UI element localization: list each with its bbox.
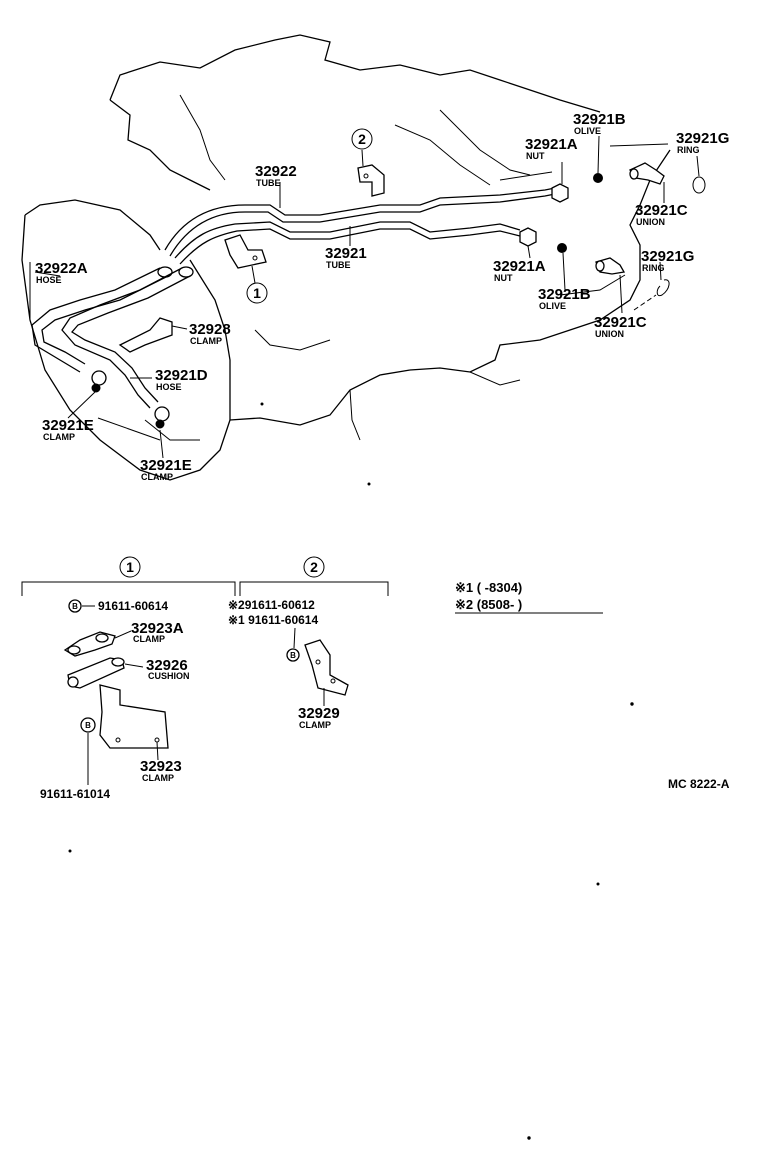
detail-2-marker-label: 2 — [310, 559, 318, 575]
hose-end-fitting — [157, 266, 173, 278]
callout-32921-name: TUBE — [326, 260, 351, 270]
ref-marker-2-label: 2 — [358, 131, 366, 147]
tube-32921 — [174, 221, 521, 265]
callout-32921E-bottom-number: 32921E — [140, 457, 192, 474]
tube-32922 — [164, 187, 556, 257]
note-2: ※2 (8508- ) — [455, 597, 522, 612]
callout-32921G-mid-number: 32921G — [641, 248, 694, 265]
callout-32921A-mid-name: NUT — [494, 273, 513, 283]
leader-32923A — [114, 630, 132, 639]
callout-32921E-left-number: 32921E — [42, 417, 94, 434]
leader-32926 — [124, 663, 144, 668]
detail-2-bracket-line — [239, 581, 389, 596]
callout-32923-number: 32923 — [140, 758, 182, 775]
union-32921C-top — [628, 162, 665, 185]
ring-32921G-top — [692, 176, 706, 194]
callout-32921B-mid-number: 32921B — [538, 286, 591, 303]
bolt-detail2-icon: B — [286, 648, 300, 662]
clamp-32928 — [118, 317, 173, 353]
hose-32922A — [31, 266, 173, 373]
callout-32921A-top-number: 32921A — [525, 136, 578, 153]
detail-1-marker[interactable]: 1 — [119, 556, 141, 578]
note-1: ※1 ( -8304) — [455, 580, 522, 595]
callout-32921G-top-number: 32921G — [676, 130, 729, 147]
callout-32921-number: 32921 — [325, 245, 367, 262]
bracket-ref1 — [224, 234, 267, 269]
bracket-ref2 — [357, 164, 385, 197]
callout-32928-name: CLAMP — [190, 336, 222, 346]
clamp-32921E-bottom — [154, 406, 170, 429]
leader-32923 — [156, 741, 159, 761]
bolt-91611-60614-alt-label: ※1 91611-60614 — [228, 613, 318, 627]
clamp-32923-part — [99, 684, 169, 749]
nut-32921A-mid — [519, 227, 537, 247]
bolt-91611-60614-label: 91611-60614 — [98, 599, 168, 613]
callout-32923-name: CLAMP — [142, 773, 174, 783]
callout-32921D-number: 32921D — [155, 367, 208, 384]
callout-32921E-left-name: CLAMP — [43, 432, 75, 442]
union-32921C-mid — [595, 257, 626, 275]
callout-32929-name: CLAMP — [299, 720, 331, 730]
callout-32921D-name: HOSE — [156, 382, 182, 392]
callout-32921G-top-name: RING — [677, 145, 700, 155]
callout-32922-number: 32922 — [255, 163, 297, 180]
callout-32921A-mid-number: 32921A — [493, 258, 546, 275]
svg-text:B: B — [85, 721, 91, 730]
detail-2-marker[interactable]: 2 — [303, 556, 325, 578]
detail-1-bracket-line — [21, 581, 236, 596]
callout-32928-number: 32928 — [189, 321, 231, 338]
ref-marker-1-label: 1 — [253, 285, 261, 301]
olive-32921B-top — [593, 173, 603, 183]
callout-32921A-top-name: NUT — [526, 151, 545, 161]
callout-32922A-name: HOSE — [36, 275, 62, 285]
callout-32921G-mid-name: RING — [642, 263, 665, 273]
detail-1-marker-label: 1 — [126, 559, 134, 575]
callout-32921C-mid-number: 32921C — [594, 314, 647, 331]
ref-marker-2[interactable]: 2 — [351, 128, 373, 150]
bolt-91611-61014-label: 91611-61014 — [40, 787, 110, 801]
callout-32921C-top-name: UNION — [636, 217, 665, 227]
callout-32922-name: TUBE — [256, 178, 281, 188]
bolt-91611-60614-icon: B — [68, 599, 82, 613]
bolt-91611-60612-label: ※291611-60612 — [228, 598, 315, 612]
scan-specks — [68, 402, 634, 1140]
clamp-32921E-left — [91, 370, 107, 393]
clamp-32923A-part — [63, 631, 116, 657]
clamp-32929-part — [304, 639, 349, 696]
callout-32929-number: 32929 — [298, 705, 340, 722]
callout-32921C-mid-name: UNION — [595, 329, 624, 339]
cushion-32926-part — [67, 657, 125, 689]
nut-32921A-top — [551, 183, 569, 203]
olive-32921B-mid — [557, 243, 567, 253]
bolt-91611-61014-icon: B — [80, 717, 96, 733]
drawing-code: MC 8222-A — [668, 777, 730, 791]
callout-32921B-mid-name: OLIVE — [539, 301, 566, 311]
svg-text:B: B — [290, 651, 296, 660]
ref-marker-1[interactable]: 1 — [246, 282, 268, 304]
callout-32923A-name: CLAMP — [133, 634, 165, 644]
leader-bolt-3 — [293, 627, 296, 649]
callout-32921B-top-number: 32921B — [573, 111, 626, 128]
callout-32921E-bottom-name: CLAMP — [141, 472, 173, 482]
callout-32921C-top-number: 32921C — [635, 202, 688, 219]
hose-end-fitting — [178, 266, 194, 278]
ring-32921G-mid — [656, 279, 670, 297]
callout-32923A-number: 32923A — [131, 620, 184, 637]
callout-32926-name: CUSHION — [148, 671, 190, 681]
callout-32926-number: 32926 — [146, 657, 188, 674]
leader-lines — [29, 135, 700, 459]
engine-outline — [21, 34, 671, 481]
svg-text:B: B — [72, 602, 78, 611]
callout-32922A-number: 32922A — [35, 260, 88, 277]
callout-32921B-top-name: OLIVE — [574, 126, 601, 136]
hose-32921D — [61, 266, 194, 409]
